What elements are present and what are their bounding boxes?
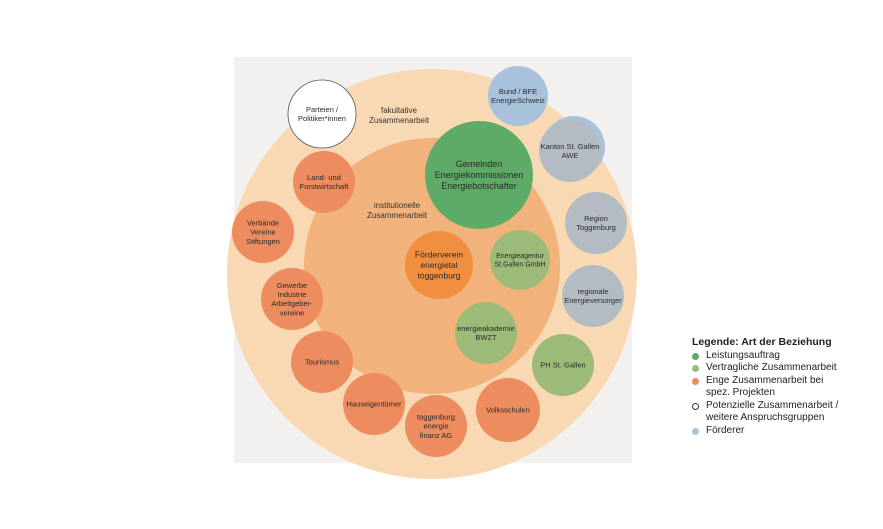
node-region-circle — [565, 192, 627, 254]
node-ph: PH St. Gallen — [532, 334, 594, 396]
node-hauseigentuemer: Hauseigentümer — [343, 373, 405, 435]
node-bund-circle — [488, 66, 548, 126]
legend-label: Förderer — [706, 424, 745, 436]
node-tourismus-label: Tourismus — [305, 358, 339, 367]
legend-item: Vertragliche Zusammenarbeit — [692, 362, 877, 375]
node-gemeinden-circle — [425, 121, 533, 229]
node-kanton-circle — [539, 120, 601, 182]
node-gewerbe-circle — [261, 268, 323, 330]
node-finanz-circle — [405, 395, 467, 457]
legend-swatch — [692, 402, 699, 410]
legend-label: Leistungsauftrag — [706, 349, 780, 361]
legend-item: Förderer — [692, 425, 877, 438]
node-parteien: Parteien /Politiker*innen — [287, 79, 357, 149]
node-land-circle — [293, 151, 355, 213]
legend-title: Legende: Art der Beziehung — [692, 336, 832, 348]
node-ph-label: PH St. Gallen — [540, 361, 585, 370]
legend-label: Enge Zusammenarbeit bei spez. Projekten — [706, 374, 824, 399]
legend-item: Leistungsauftrag — [692, 350, 877, 363]
legend-swatch — [692, 377, 699, 385]
legend-item: Potenzielle Zusammenarbeit / weitere Ans… — [692, 400, 877, 425]
node-volksschulen: Volksschulen — [476, 378, 540, 442]
node-akademie-circle — [455, 302, 517, 364]
node-energieagentur-circle — [490, 230, 550, 290]
legend-swatch — [692, 352, 699, 360]
legend-label: Vertragliche Zusammenarbeit — [706, 362, 837, 373]
node-verbaende-circle — [232, 201, 294, 263]
legend-swatch — [692, 427, 699, 435]
legend-label: Potenzielle Zusammenarbeit / weitere Ans… — [706, 399, 839, 424]
node-hauseigentuemer-label: Hauseigentümer — [346, 400, 402, 409]
node-volksschulen-circle — [476, 378, 540, 442]
node-tourismus-circle — [291, 331, 353, 393]
legend-swatch — [692, 365, 699, 372]
node-parteien-label: Parteien /Politiker*innen — [298, 105, 346, 123]
node-volksschulen-label: Volksschulen — [486, 406, 530, 415]
node-parteien-circle — [287, 79, 357, 149]
node-ph-circle — [532, 334, 594, 396]
legend-item: Enge Zusammenarbeit bei spez. Projekten — [692, 375, 877, 400]
node-hauseigentuemer-circle — [343, 373, 405, 435]
legend: Legende: Art der Beziehung Leistungsauft… — [692, 336, 877, 437]
node-versorger-circle — [562, 265, 624, 327]
node-tourismus: Tourismus — [291, 331, 353, 393]
node-foerderverein-circle — [405, 231, 473, 299]
